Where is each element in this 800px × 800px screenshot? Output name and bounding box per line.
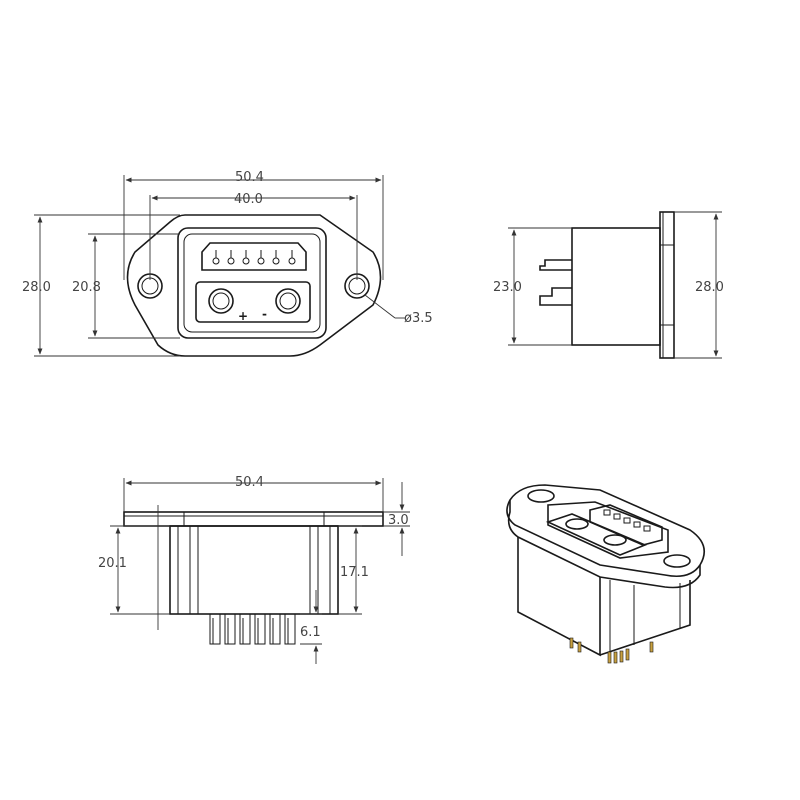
mounting-hole-left-inner — [141, 277, 159, 295]
bottom-flange — [123, 511, 384, 527]
mounting-hole-right-inner — [348, 277, 366, 295]
plus-symbol: + — [238, 309, 248, 323]
bottom-body-outline — [169, 525, 339, 615]
side-flange-outline — [659, 211, 675, 359]
dim-text-side-overall-height: 28.0 — [695, 280, 724, 295]
signal-pins — [212, 250, 296, 265]
dim-text-overall-width: 50.4 — [235, 170, 264, 185]
front-view: + - 50.4 40.0 28.0 20.8 ø3.5 — [22, 170, 433, 357]
bottom-pins — [209, 613, 296, 645]
front-body-inner — [183, 233, 321, 333]
bottom-view: 50.4 3.0 20.1 17.1 6.1 — [98, 475, 410, 664]
iso-flange-top — [506, 484, 706, 578]
iso-body-recess — [547, 501, 669, 559]
dim-text-hole-spacing: 40.0 — [234, 192, 263, 207]
dim-text-side-body-height: 23.0 — [493, 280, 522, 295]
iso-hole-right — [663, 554, 691, 568]
dim-text-housing-depth: 17.1 — [340, 565, 369, 580]
power-contact-block — [195, 281, 311, 323]
side-view: 23.0 28.0 — [493, 211, 724, 359]
iso-body-right — [599, 580, 691, 656]
iso-power-block — [545, 513, 648, 556]
front-flange-outline — [126, 214, 382, 357]
dim-text-flange-thickness: 3.0 — [388, 513, 409, 528]
dim-text-hole-diameter: ø3.5 — [404, 311, 433, 326]
hole-leader-line — [364, 294, 396, 319]
iso-bottom-pins — [569, 637, 654, 664]
dim-text-pin-length: 6.1 — [300, 625, 321, 640]
minus-symbol: - — [262, 307, 267, 321]
front-body-outline — [177, 227, 327, 339]
isometric-view — [506, 484, 706, 664]
signal-pin-header — [201, 242, 307, 271]
iso-power-contact-positive — [565, 518, 589, 530]
power-contact-positive — [208, 288, 234, 314]
iso-body-left — [517, 537, 601, 657]
iso-signal-pins — [603, 509, 651, 532]
dim-text-overall-height: 28.0 — [22, 280, 51, 295]
dim-text-body-height: 20.8 — [72, 280, 101, 295]
side-rear-terminal-lower — [539, 287, 572, 306]
iso-hole-left — [527, 489, 555, 503]
dim-text-bottom-overall-width: 50.4 — [235, 475, 264, 490]
side-rear-terminal-upper — [539, 259, 572, 271]
iso-power-contact-negative — [603, 534, 627, 546]
power-contact-negative — [275, 288, 301, 314]
side-body-outline — [571, 227, 661, 346]
dim-text-body-depth: 20.1 — [98, 556, 127, 571]
